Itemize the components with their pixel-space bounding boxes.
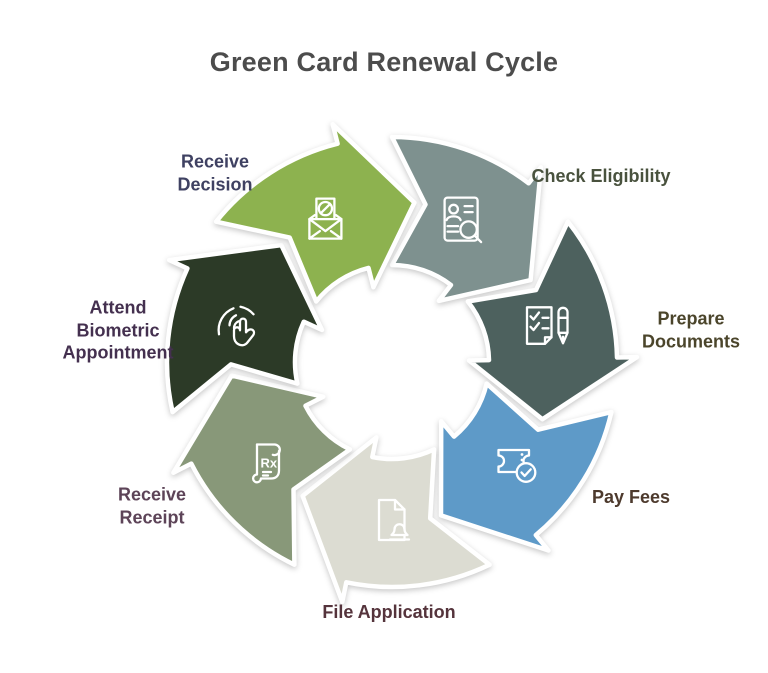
label-attend-biometric-appointment: Attend Biometric Appointment	[62, 297, 174, 363]
segment-file-application	[300, 435, 492, 605]
label-check-eligibility: Check Eligibility	[531, 165, 671, 186]
segment-attend-biometric-appointment	[164, 242, 325, 415]
segment-check-eligibility	[389, 134, 544, 304]
page-title: Green Card Renewal Cycle	[209, 47, 559, 77]
label-prepare-documents: Prepare Documents	[641, 308, 741, 352]
label-receive-receipt: Receive Receipt	[117, 484, 187, 528]
label-file-application: File Application	[322, 601, 456, 622]
label-pay-fees: Pay Fees	[591, 486, 671, 507]
label-receive-decision: Receive Decision	[177, 151, 253, 195]
